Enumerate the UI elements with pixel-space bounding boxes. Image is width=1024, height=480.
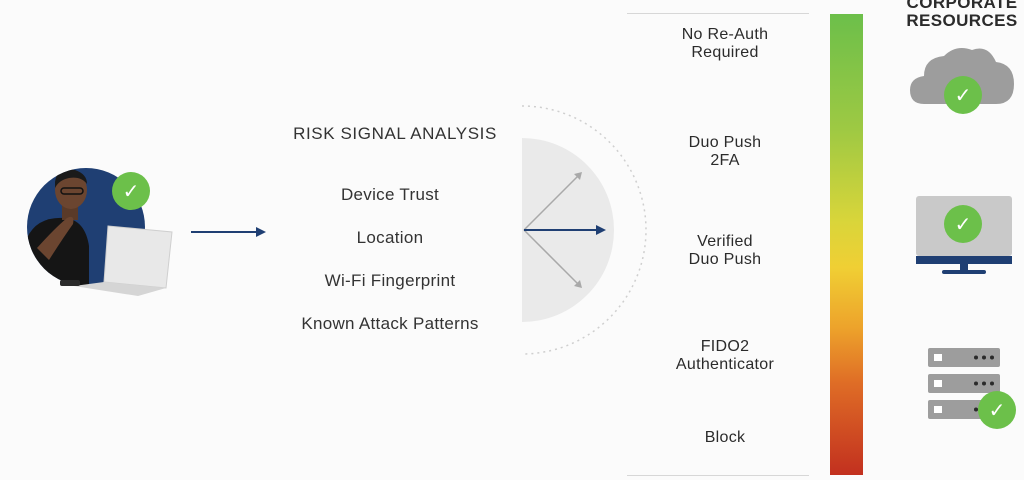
action-verified-line1: Verified [697, 233, 753, 250]
resources-title-line2: RESOURCES [906, 11, 1018, 30]
action-duo-push-line2: 2FA [710, 152, 740, 169]
risk-gradient-bar [830, 14, 863, 475]
arrow-right-icon [191, 227, 266, 237]
resources-title: CORPORATE RESOURCES [900, 0, 1024, 30]
resources-title-line1: CORPORATE [906, 0, 1018, 12]
monitor-check-icon: ✓ [944, 205, 982, 243]
action-fido2: FIDO2 Authenticator [640, 338, 810, 374]
risk-signal-title: RISK SIGNAL ANALYSIS [293, 124, 497, 143]
decision-semicircle [521, 105, 647, 355]
action-fido2-line1: FIDO2 [700, 338, 750, 355]
server-icon [928, 348, 1000, 419]
actions-bottom-rule [627, 475, 809, 476]
action-block-label: Block [704, 429, 746, 446]
action-duo-push-line1: Duo Push [688, 134, 762, 151]
server-check-icon: ✓ [978, 391, 1016, 429]
signal-device-trust: Device Trust [340, 185, 440, 204]
actions-top-rule [627, 13, 809, 14]
action-block: Block [640, 429, 810, 447]
signal-location: Location [356, 228, 424, 247]
signal-wifi-fingerprint: Wi-Fi Fingerprint [324, 271, 456, 290]
laptop-icon [60, 225, 173, 296]
signal-known-attack-patterns: Known Attack Patterns [301, 314, 479, 333]
action-duo-push-2fa: Duo Push 2FA [640, 134, 810, 170]
action-verified-duo-push: Verified Duo Push [640, 233, 810, 269]
action-no-reauth: No Re-Auth Required [640, 26, 810, 62]
action-no-reauth-line2: Required [691, 44, 759, 61]
action-verified-line2: Duo Push [688, 251, 762, 268]
action-fido2-line2: Authenticator [675, 356, 775, 373]
cloud-check-icon: ✓ [944, 76, 982, 114]
action-no-reauth-line1: No Re-Auth [681, 26, 769, 43]
user-check-icon: ✓ [112, 172, 150, 210]
